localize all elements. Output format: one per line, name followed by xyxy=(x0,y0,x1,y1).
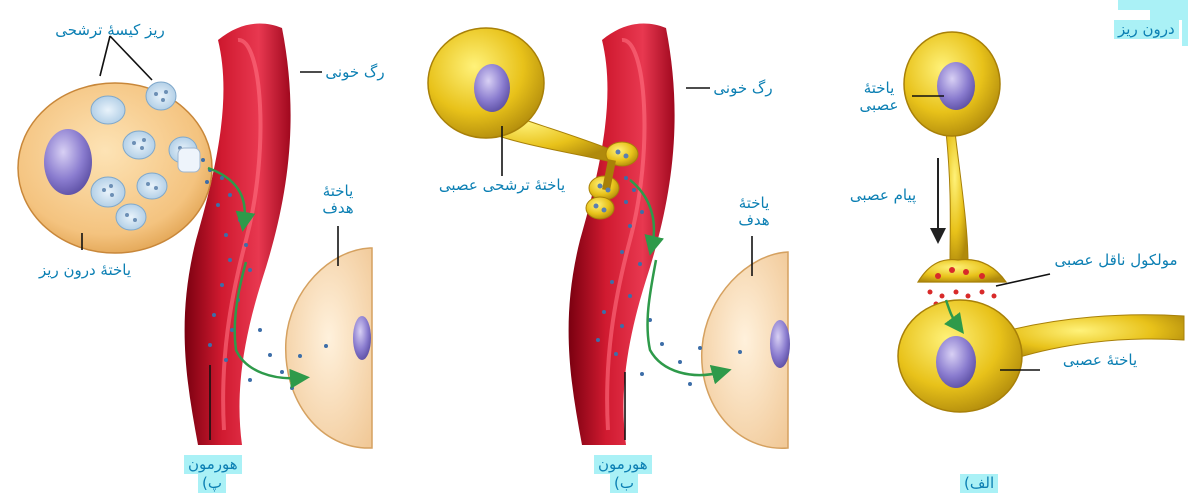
vesicle-label: ریز کیسهٔ ترشحی xyxy=(40,22,180,39)
neuron-top-label-line1: یاختهٔ xyxy=(842,80,916,97)
panel-letter-right: الف) xyxy=(960,474,998,493)
hormone-label-middle: هورمون xyxy=(594,455,652,474)
signal-label: پیام عصبی xyxy=(836,187,930,204)
panel-letter-left: پ) xyxy=(198,474,226,493)
blood-vessel-middle xyxy=(569,24,675,445)
synaptic-terminal xyxy=(918,260,1006,282)
target-nucleus-middle xyxy=(770,320,790,368)
secretory-neuron-nucleus xyxy=(474,64,510,112)
endocrine-cell-label: یاختهٔ درون ریز xyxy=(10,262,160,279)
target-label-middle-line1: یاختهٔ xyxy=(722,195,786,212)
corner-label: درون ریز xyxy=(1114,20,1179,39)
vessel-label-middle: رگ خونی xyxy=(702,80,784,97)
neuron-bottom-nucleus xyxy=(936,336,976,388)
neuron-top-label-line2: عصبی xyxy=(842,97,916,114)
vessel-label-left: رگ خونی xyxy=(318,64,392,81)
panel-left-graphic xyxy=(18,24,372,449)
hormone-label-left: هورمون xyxy=(184,455,242,474)
target-label-left-line2: هدف xyxy=(306,200,370,217)
target-nucleus-left xyxy=(353,316,371,360)
transmitter-label: مولکول ناقل عصبی xyxy=(1044,252,1188,269)
blood-vessel-left xyxy=(185,24,291,445)
target-label-middle-line2: هدف xyxy=(722,212,786,229)
neuron-top-nucleus xyxy=(937,62,975,110)
target-label-left-line1: یاختهٔ xyxy=(306,183,370,200)
neuron-bottom-label: یاختهٔ عصبی xyxy=(1040,352,1160,369)
endocrine-nucleus xyxy=(44,129,92,195)
panel-letter-middle: ب) xyxy=(610,474,638,493)
secretory-neuron-label: یاختهٔ ترشحی عصبی xyxy=(422,177,582,194)
